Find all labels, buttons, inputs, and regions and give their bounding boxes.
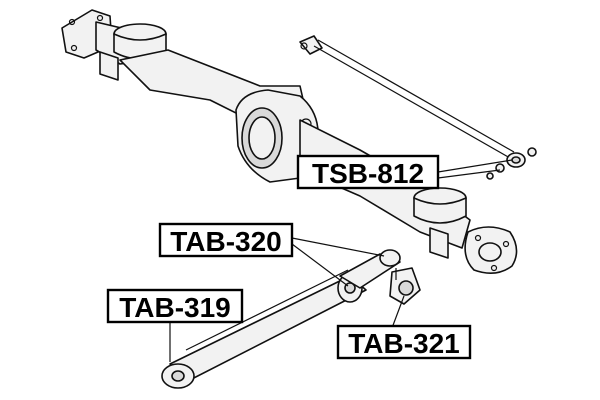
- callout-tab-320-text: TAB-320: [170, 226, 282, 257]
- callout-tab-320: TAB-320: [158, 222, 294, 258]
- leader-lines: [169, 159, 513, 362]
- trailing-arm: [161, 249, 421, 389]
- lateral-rod: [299, 35, 537, 180]
- callout-tsb-812-text: TSB-812: [312, 158, 424, 189]
- callout-tab-321: TAB-321: [336, 324, 472, 360]
- callout-tab-321-text: TAB-321: [348, 328, 460, 359]
- callout-tab-319: TAB-319: [106, 288, 244, 324]
- callout-tsb-812: TSB-812: [296, 154, 440, 190]
- callout-tab-319-text: TAB-319: [119, 292, 231, 323]
